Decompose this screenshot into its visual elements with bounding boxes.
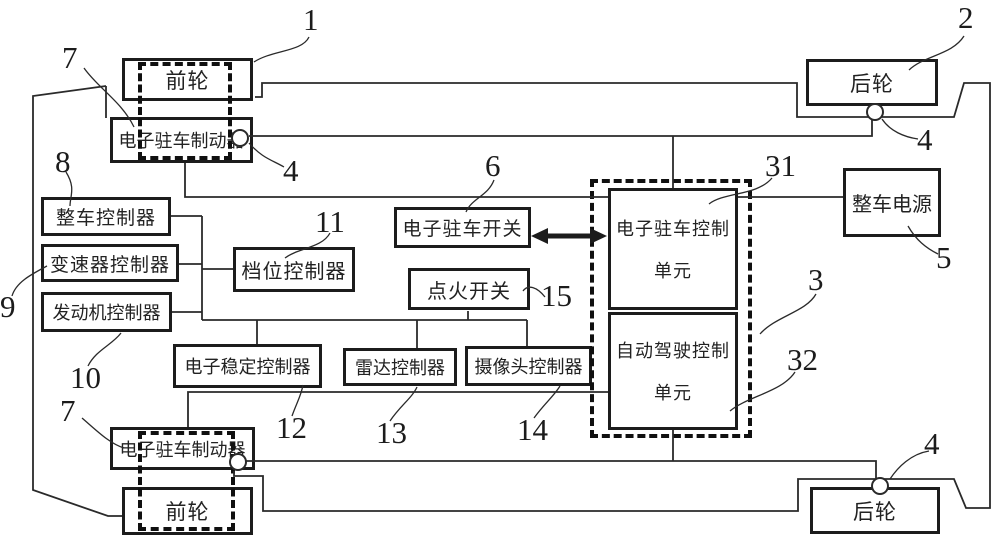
- dashed-group-front-bottom: [138, 431, 235, 531]
- box-engine-controller: 发动机控制器: [41, 292, 172, 332]
- ref-numeral-3: 3: [808, 262, 824, 297]
- box-label: 变速器控制器: [49, 254, 170, 276]
- ref-numeral-13: 13: [376, 415, 407, 450]
- box-label: 后轮: [853, 500, 897, 524]
- box-stability-controller: 电子稳定控制器: [173, 344, 322, 388]
- ref-numeral-7-bottom: 7: [60, 393, 76, 428]
- box-label: 后轮: [850, 72, 894, 96]
- connector-circle-rear-top: [866, 103, 884, 121]
- dashed-group-front-top: [138, 62, 232, 160]
- box-transmission-controller: 变速器控制器: [41, 244, 179, 282]
- box-label: 档位控制器: [241, 261, 347, 283]
- ref-numeral-15: 15: [541, 278, 572, 313]
- box-label: 前轮: [165, 501, 210, 524]
- ref-numeral-1: 1: [303, 2, 319, 37]
- ref-numeral-4-top-right: 4: [917, 122, 933, 157]
- box-label: 摄像头控制器: [474, 357, 583, 377]
- box-epb-switch: 电子驻车开关: [394, 207, 531, 248]
- box-label: 雷达控制器: [355, 358, 445, 378]
- ref-numeral-7-top: 7: [62, 40, 78, 75]
- ref-numeral-10: 10: [70, 360, 101, 395]
- ref-numeral-12: 12: [276, 410, 307, 445]
- box-label: 电子驻车制动器: [118, 131, 245, 151]
- ref-numeral-31: 31: [765, 148, 796, 183]
- box-ignition-switch: 点火开关: [408, 268, 530, 310]
- ref-numeral-4-bottom-right: 4: [924, 426, 940, 461]
- box-radar-controller: 雷达控制器: [343, 348, 457, 386]
- ref-numeral-5: 5: [936, 240, 952, 275]
- box-vehicle-controller: 整车控制器: [41, 197, 171, 236]
- ref-numeral-6: 6: [485, 148, 501, 183]
- box-camera-controller: 摄像头控制器: [465, 346, 592, 386]
- box-label: 发动机控制器: [52, 303, 161, 323]
- box-gear-controller: 档位控制器: [233, 247, 355, 292]
- box-label: 整车电源: [852, 194, 932, 216]
- box-rear-wheel-bottom: 后轮: [810, 487, 940, 534]
- box-label: 整车控制器: [55, 208, 156, 229]
- ref-numeral-8: 8: [55, 144, 71, 179]
- box-rear-wheel-top: 后轮: [806, 59, 938, 106]
- ref-numeral-32: 32: [787, 342, 818, 377]
- box-label: 电子驻车制动器: [119, 439, 246, 460]
- ref-numeral-4-top-left: 4: [283, 153, 299, 188]
- dashed-group-control-module: [590, 179, 752, 438]
- box-label: 前轮: [165, 69, 210, 93]
- box-label: 电子驻车开关: [402, 219, 523, 240]
- ref-numeral-14: 14: [517, 412, 548, 447]
- ref-numeral-11: 11: [315, 204, 345, 239]
- ref-numeral-2: 2: [958, 0, 974, 35]
- box-label: 点火开关: [427, 280, 511, 303]
- ref-numeral-9: 9: [0, 289, 16, 324]
- box-label: 电子稳定控制器: [184, 357, 311, 377]
- box-vehicle-power: 整车电源: [843, 168, 941, 237]
